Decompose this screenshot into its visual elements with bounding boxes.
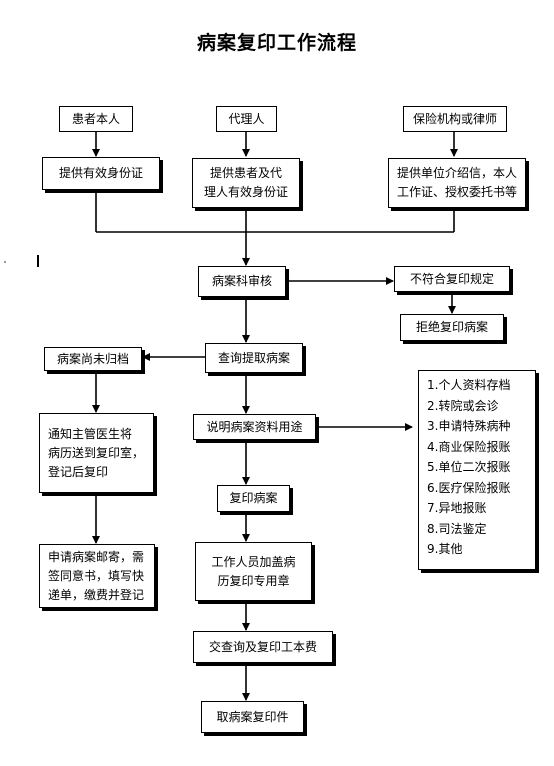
- node-explain-purpose: 说明病案资料用途: [193, 414, 316, 440]
- node-label: 工作人员加盖病 历复印专用章: [211, 554, 296, 588]
- node-query: 查询提取病案: [205, 343, 303, 373]
- node-label: 说明病案资料用途: [206, 419, 303, 434]
- purpose-item: 4.商业保险报账: [427, 439, 511, 454]
- node-valid-id: 提供有效身份证: [42, 157, 160, 190]
- node-copy: 复印病案: [217, 485, 290, 512]
- node-refuse: 拒绝复印病案: [400, 314, 504, 341]
- purpose-item: 7.异地报账: [427, 501, 487, 515]
- node-label: 复印病案: [229, 491, 278, 505]
- purpose-item: 1.个人资料存档: [427, 378, 511, 392]
- node-label: 通知主管医生将 病历送到复印室， 登记后复印: [48, 426, 145, 479]
- node-agent: 代理人: [216, 106, 277, 132]
- page-title: 病案复印工作流程: [196, 32, 357, 54]
- purpose-item: 5.单位二次报账: [427, 460, 511, 474]
- node-agent-docs: 提供患者及代 理人有效身份证: [192, 158, 300, 208]
- purpose-item: 6.医疗保险报账: [427, 480, 511, 495]
- node-label: 不符合复印规定: [409, 271, 494, 286]
- node-not-compliant: 不符合复印规定: [394, 266, 510, 292]
- node-purpose-list: 1.个人资料存档 2.转院或会诊 3.申请特殊病种 4.商业保险报账 5.单位二…: [418, 370, 536, 570]
- node-label: 提供单位介绍信，本人 工作证、授权委托书等: [396, 166, 517, 199]
- node-org-docs: 提供单位介绍信，本人 工作证、授权委托书等: [388, 158, 526, 208]
- node-mail-request: 申请病案邮寄，需 签同意书，填写快 递单，缴费并登记: [39, 544, 155, 608]
- node-stamp: 工作人员加盖病 历复印专用章: [195, 542, 312, 601]
- node-review: 病案科审核: [198, 266, 286, 297]
- node-label: 患者本人: [71, 111, 120, 126]
- node-collect: 取病案复印件: [201, 701, 304, 733]
- node-label: 病案尚未归档: [56, 351, 129, 366]
- purpose-item: 3.申请特殊病种: [427, 419, 511, 433]
- node-label: 提供有效身份证: [58, 166, 143, 180]
- node-label: 提供患者及代 理人有效身份证: [203, 166, 288, 199]
- purpose-item: 8.司法鉴定: [427, 521, 487, 536]
- purpose-item: 2.转院或会诊: [427, 398, 499, 413]
- node-label: 查询提取病案: [217, 350, 290, 365]
- node-insurer-lawyer: 保险机构或律师: [403, 106, 507, 132]
- node-label: 病案科审核: [211, 274, 272, 288]
- node-label: 申请病案邮寄，需 签同意书，填写快 递单，缴费并登记: [48, 549, 145, 602]
- node-label: 保险机构或律师: [412, 111, 497, 126]
- node-patient-self: 患者本人: [59, 106, 133, 132]
- text-cursor-mark: [37, 255, 39, 267]
- node-label: 交查询及复印工本费: [208, 639, 317, 654]
- node-label: 取病案复印件: [216, 709, 289, 724]
- node-notify-doctor: 通知主管医生将 病历送到复印室， 登记后复印: [39, 413, 154, 493]
- purpose-item: 9.其他: [427, 542, 463, 556]
- stray-dot: [4, 261, 6, 263]
- node-label: 拒绝复印病案: [415, 320, 488, 334]
- node-not-archived: 病案尚未归档: [44, 347, 142, 371]
- node-label: 代理人: [228, 111, 265, 126]
- node-pay-fee: 交查询及复印工本费: [193, 631, 333, 663]
